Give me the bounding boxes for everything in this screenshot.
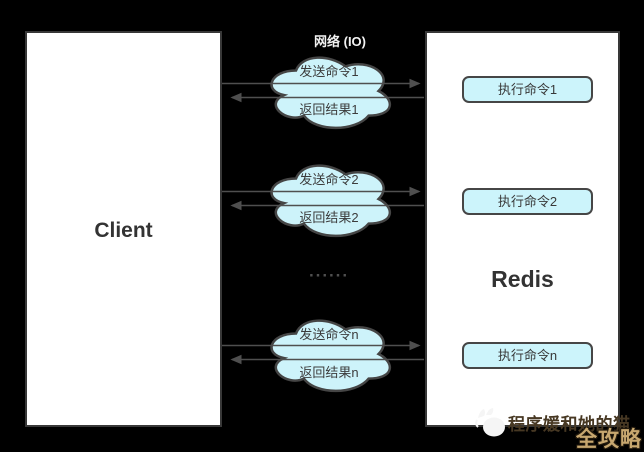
execute-command-box-n: 执行命令n <box>462 342 593 369</box>
send-command-label-2: 发送命令2 <box>299 172 359 187</box>
send-command-label-1: 发送命令1 <box>299 64 359 79</box>
return-result-label-n: 返回结果n <box>299 365 359 380</box>
execute-command-label-n: 执行命令n <box>497 348 558 363</box>
execute-command-box-1: 执行命令1 <box>462 76 593 103</box>
client-box <box>25 31 222 427</box>
client-label: Client <box>94 219 153 242</box>
network-cloud-1-icon <box>270 56 391 129</box>
return-result-label-2: 返回结果2 <box>299 210 359 225</box>
network-cloud-n-icon <box>270 319 391 392</box>
network-cloud-2-icon <box>270 164 391 237</box>
ellipsis-dots: ······ <box>309 266 349 285</box>
send-command-label-n: 发送命令n <box>299 327 359 342</box>
execute-command-label-1: 执行命令1 <box>497 82 558 97</box>
redis-label: Redis <box>491 266 554 292</box>
watermark-badge: 全攻略 <box>576 428 642 451</box>
watermark-name: 程序媛和她的猫 <box>508 415 631 434</box>
cat-logo-icon <box>475 408 505 437</box>
return-result-label-1: 返回结果1 <box>299 102 359 117</box>
execute-command-box-2: 执行命令2 <box>462 188 593 215</box>
network-io-label: 网络 (IO) <box>314 34 366 49</box>
execute-command-label-2: 执行命令2 <box>497 194 558 209</box>
